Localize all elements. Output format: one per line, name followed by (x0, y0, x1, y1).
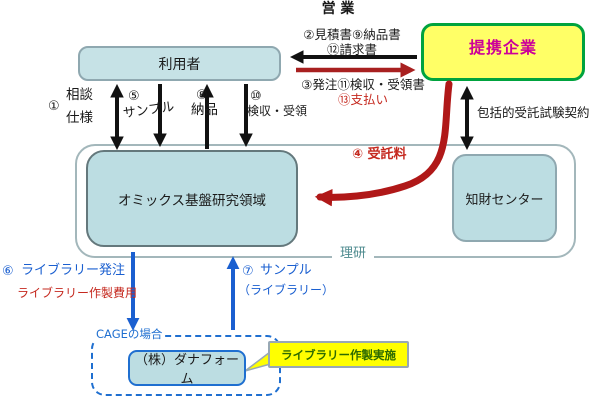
library-sample-sub-label: （ライブラリー） (238, 283, 335, 297)
riken-label: 理研 (332, 246, 375, 262)
library-cost-label: ライブラリー作製費用 (17, 286, 138, 300)
partner-company-node: 提携企業 (421, 23, 585, 81)
ip-center-node: 知財センター (452, 154, 557, 242)
dnaform-node: （株）ダナフォーム (128, 350, 246, 387)
order-label-block: ③発注⑪検収・受領書 ⑬支払い (284, 77, 442, 107)
library-callout: ライブラリー作製実施 (268, 341, 409, 368)
library-sample-number: ⑦ (242, 264, 254, 279)
consult-number: ① (48, 99, 60, 114)
library-callout-label: ライブラリー作製実施 (281, 347, 396, 362)
acceptance-label: 検収・受領 (247, 104, 308, 118)
cage-case-label: CAGEの場合 (93, 327, 166, 342)
order-line: ③発注⑪検収・受領書 (301, 77, 425, 92)
omics-research-node: オミックス基盤研究領域 (86, 150, 298, 247)
library-order-label: ライブラリー発注 (21, 263, 126, 278)
user-node-label: 利用者 (158, 56, 201, 73)
payment-line: ⑬支払い (337, 92, 388, 107)
library-order-number: ⑥ (2, 264, 14, 279)
documents-label-block: ②見積書⑨納品書 ⑫請求書 (282, 27, 422, 57)
library-sample-label: サンプル (260, 263, 312, 278)
partner-company-label: 提携企業 (468, 38, 537, 57)
delivery-label: 納品 (191, 102, 218, 118)
acceptance-number: ⑩ (250, 89, 262, 104)
contract-label: 包括的受託試験契約 (477, 105, 590, 120)
omics-research-label: オミックス基盤研究領域 (117, 192, 267, 209)
spec-label: 仕様 (66, 110, 93, 126)
dnaform-label: （株）ダナフォーム (134, 353, 239, 387)
sales-label: 営 業 (321, 1, 355, 17)
invoice-line: ⑫請求書 (326, 42, 377, 57)
arrow-fee-curve (314, 80, 453, 207)
documents-line: ②見積書⑨納品書 (303, 27, 401, 42)
user-node: 利用者 (78, 46, 281, 81)
fee-label: ④ 受託料 (352, 147, 407, 162)
sample-number: ⑤ (128, 89, 140, 104)
consult-label: 相談 (66, 87, 93, 103)
ip-center-label: 知財センター (465, 192, 544, 208)
